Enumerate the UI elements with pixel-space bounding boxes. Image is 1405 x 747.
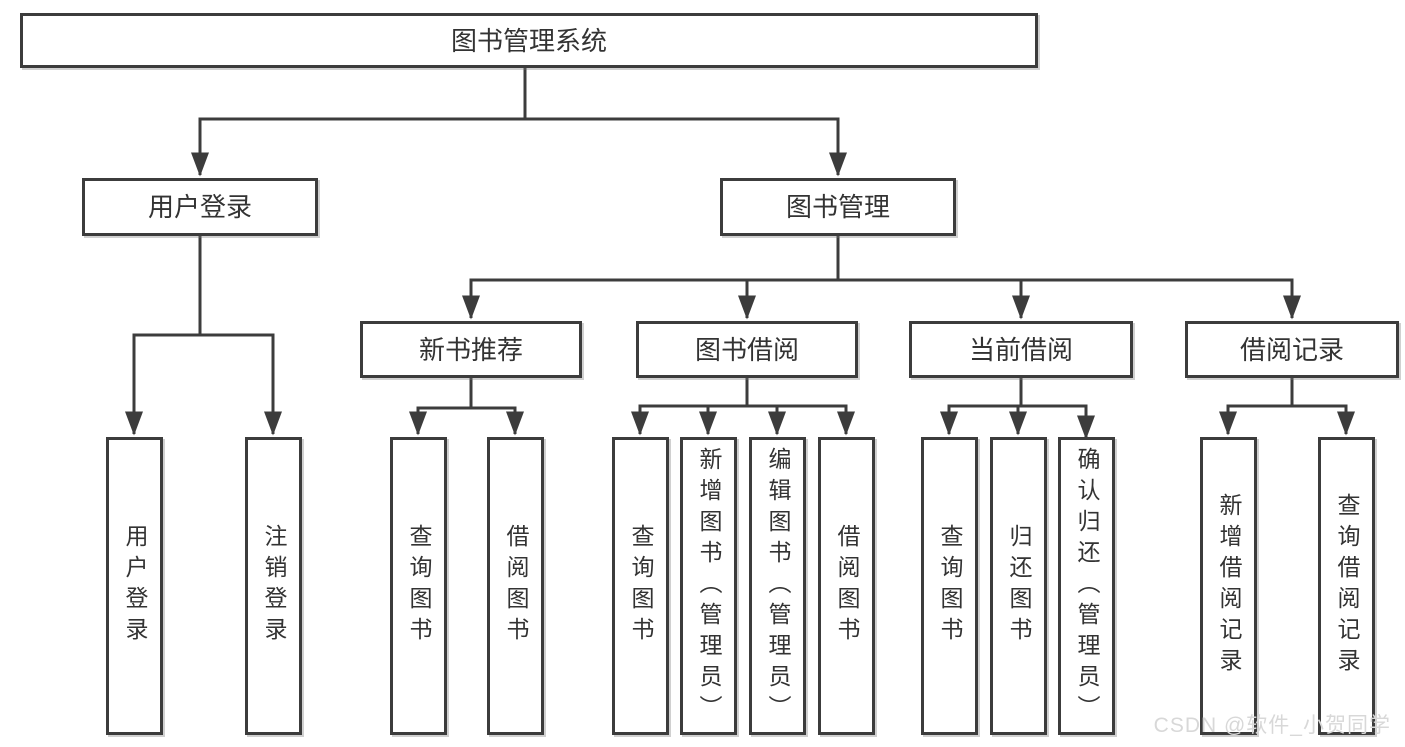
node-book-borrowing: 图书借阅 [636, 321, 858, 378]
leaf-search-books-borrowing: 查询图书 [612, 437, 669, 735]
node-current-borrowing: 当前借阅 [909, 321, 1133, 378]
leaf-logout: 注销登录 [245, 437, 302, 735]
node-new-book-recommendation: 新书推荐 [360, 321, 582, 378]
csdn-watermark: CSDN @软件_小贺同学 [1153, 714, 1391, 737]
connector-group [125, 66, 1355, 440]
node-book-management: 图书管理 [720, 178, 956, 236]
node-user-login: 用户登录 [82, 178, 318, 236]
leaf-edit-books-admin: 编辑图书（管理员） [749, 437, 806, 735]
leaf-return-books: 归还图书 [990, 437, 1047, 735]
leaf-borrow-books-recommend: 借阅图书 [487, 437, 544, 735]
leaf-user-login: 用户登录 [106, 437, 163, 735]
leaf-add-books-admin: 新增图书（管理员） [680, 437, 737, 735]
leaf-search-borrow-record: 查询借阅记录 [1318, 437, 1375, 735]
leaf-borrow-books-borrowing: 借阅图书 [818, 437, 875, 735]
leaf-search-books-current: 查询图书 [921, 437, 978, 735]
leaf-search-books-recommend: 查询图书 [390, 437, 447, 735]
leaf-confirm-return-admin: 确认归还（管理员） [1058, 437, 1115, 735]
node-library-management-system: 图书管理系统 [20, 13, 1038, 68]
node-borrowing-records: 借阅记录 [1185, 321, 1399, 378]
leaf-add-borrow-record: 新增借阅记录 [1200, 437, 1257, 735]
